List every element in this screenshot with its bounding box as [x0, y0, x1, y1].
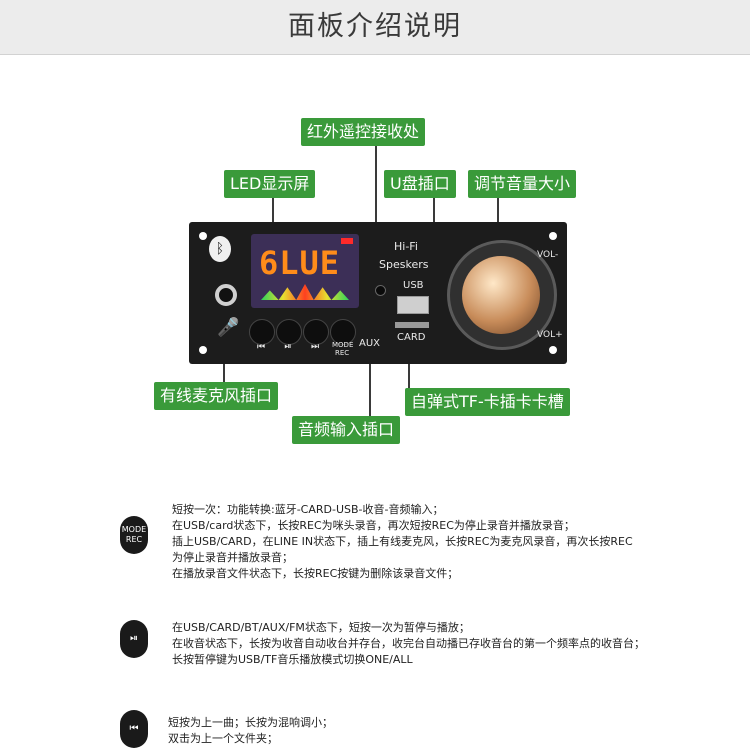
next-button[interactable]	[303, 319, 329, 345]
volume-knob[interactable]	[462, 256, 540, 334]
mode-rec-description: 短按一次：功能转换:蓝牙-CARD-USB-收音-音频输入； 在USB/card…	[172, 503, 633, 580]
vol-plus-text: VOL+	[537, 330, 563, 340]
label-tf-slot: 自弹式TF-卡插卡卡槽	[405, 388, 570, 416]
lcd-indicator	[341, 238, 353, 244]
prev-button[interactable]	[249, 319, 275, 345]
speakers-text: Speskers	[379, 258, 429, 271]
usb-text: USB	[403, 280, 424, 291]
microphone-icon: 🎤	[217, 317, 240, 338]
prev-description: 短按为上一曲；长按为混响调小； 双击为上一个文件夹；	[168, 716, 333, 745]
screw-bottom-right	[549, 346, 557, 354]
header-bar: 面板介绍说明	[0, 0, 750, 55]
bluetooth-icon: ᛒ	[209, 236, 231, 262]
prev-icon: ⏮	[256, 342, 266, 352]
label-mic-jack: 有线麦克风插口	[154, 382, 279, 410]
next-icon: ⏭	[310, 342, 320, 352]
label-aux-input: 音频输入插口	[292, 416, 401, 444]
aux-text: AUX	[359, 338, 381, 349]
mode-label: MODE	[332, 341, 354, 349]
mode-rec-icon: MODE REC	[120, 516, 148, 554]
card-text: CARD	[397, 332, 426, 343]
play-pause-icon-large: ⏯	[120, 620, 148, 658]
vol-minus-text: VOL-	[537, 250, 559, 260]
screw-top-left	[199, 232, 207, 240]
lcd-spectrum	[261, 284, 349, 300]
screw-top-right	[549, 232, 557, 240]
label-ir-receiver: 红外遥控接收处	[301, 118, 426, 146]
page-title: 面板介绍说明	[288, 11, 462, 42]
usb-port[interactable]	[397, 296, 429, 314]
play-pause-description: 在USB/CARD/BT/AUX/FM状态下，短按一次为暂停与播放； 在收音状态…	[172, 621, 645, 666]
label-led-display: LED显示屏	[224, 170, 316, 198]
device-panel: ᛒ 6LUE 🎤 ⏮ ⏯ ⏭ MODE REC Hi-Fi Speskers U…	[189, 222, 567, 364]
play-pause-icon: ⏯	[284, 342, 292, 352]
lcd-text: 6LUE	[259, 244, 341, 282]
prev-icon-large: ⏮	[120, 710, 148, 748]
screw-bottom-left	[199, 346, 207, 354]
rec-label: REC	[335, 349, 350, 357]
play-pause-button[interactable]	[276, 319, 302, 345]
led-display: 6LUE	[251, 234, 359, 308]
label-u-disk-port: U盘插口	[384, 170, 456, 198]
connector-led	[272, 196, 274, 236]
mode-rec-button[interactable]	[330, 319, 356, 345]
mic-jack[interactable]	[215, 284, 237, 306]
connector-ir	[375, 144, 377, 284]
card-slot[interactable]	[395, 322, 429, 328]
ir-receiver	[375, 285, 386, 296]
hifi-text: Hi-Fi	[394, 240, 418, 253]
connector-aux	[369, 346, 371, 416]
label-volume-knob: 调节音量大小	[468, 170, 577, 198]
